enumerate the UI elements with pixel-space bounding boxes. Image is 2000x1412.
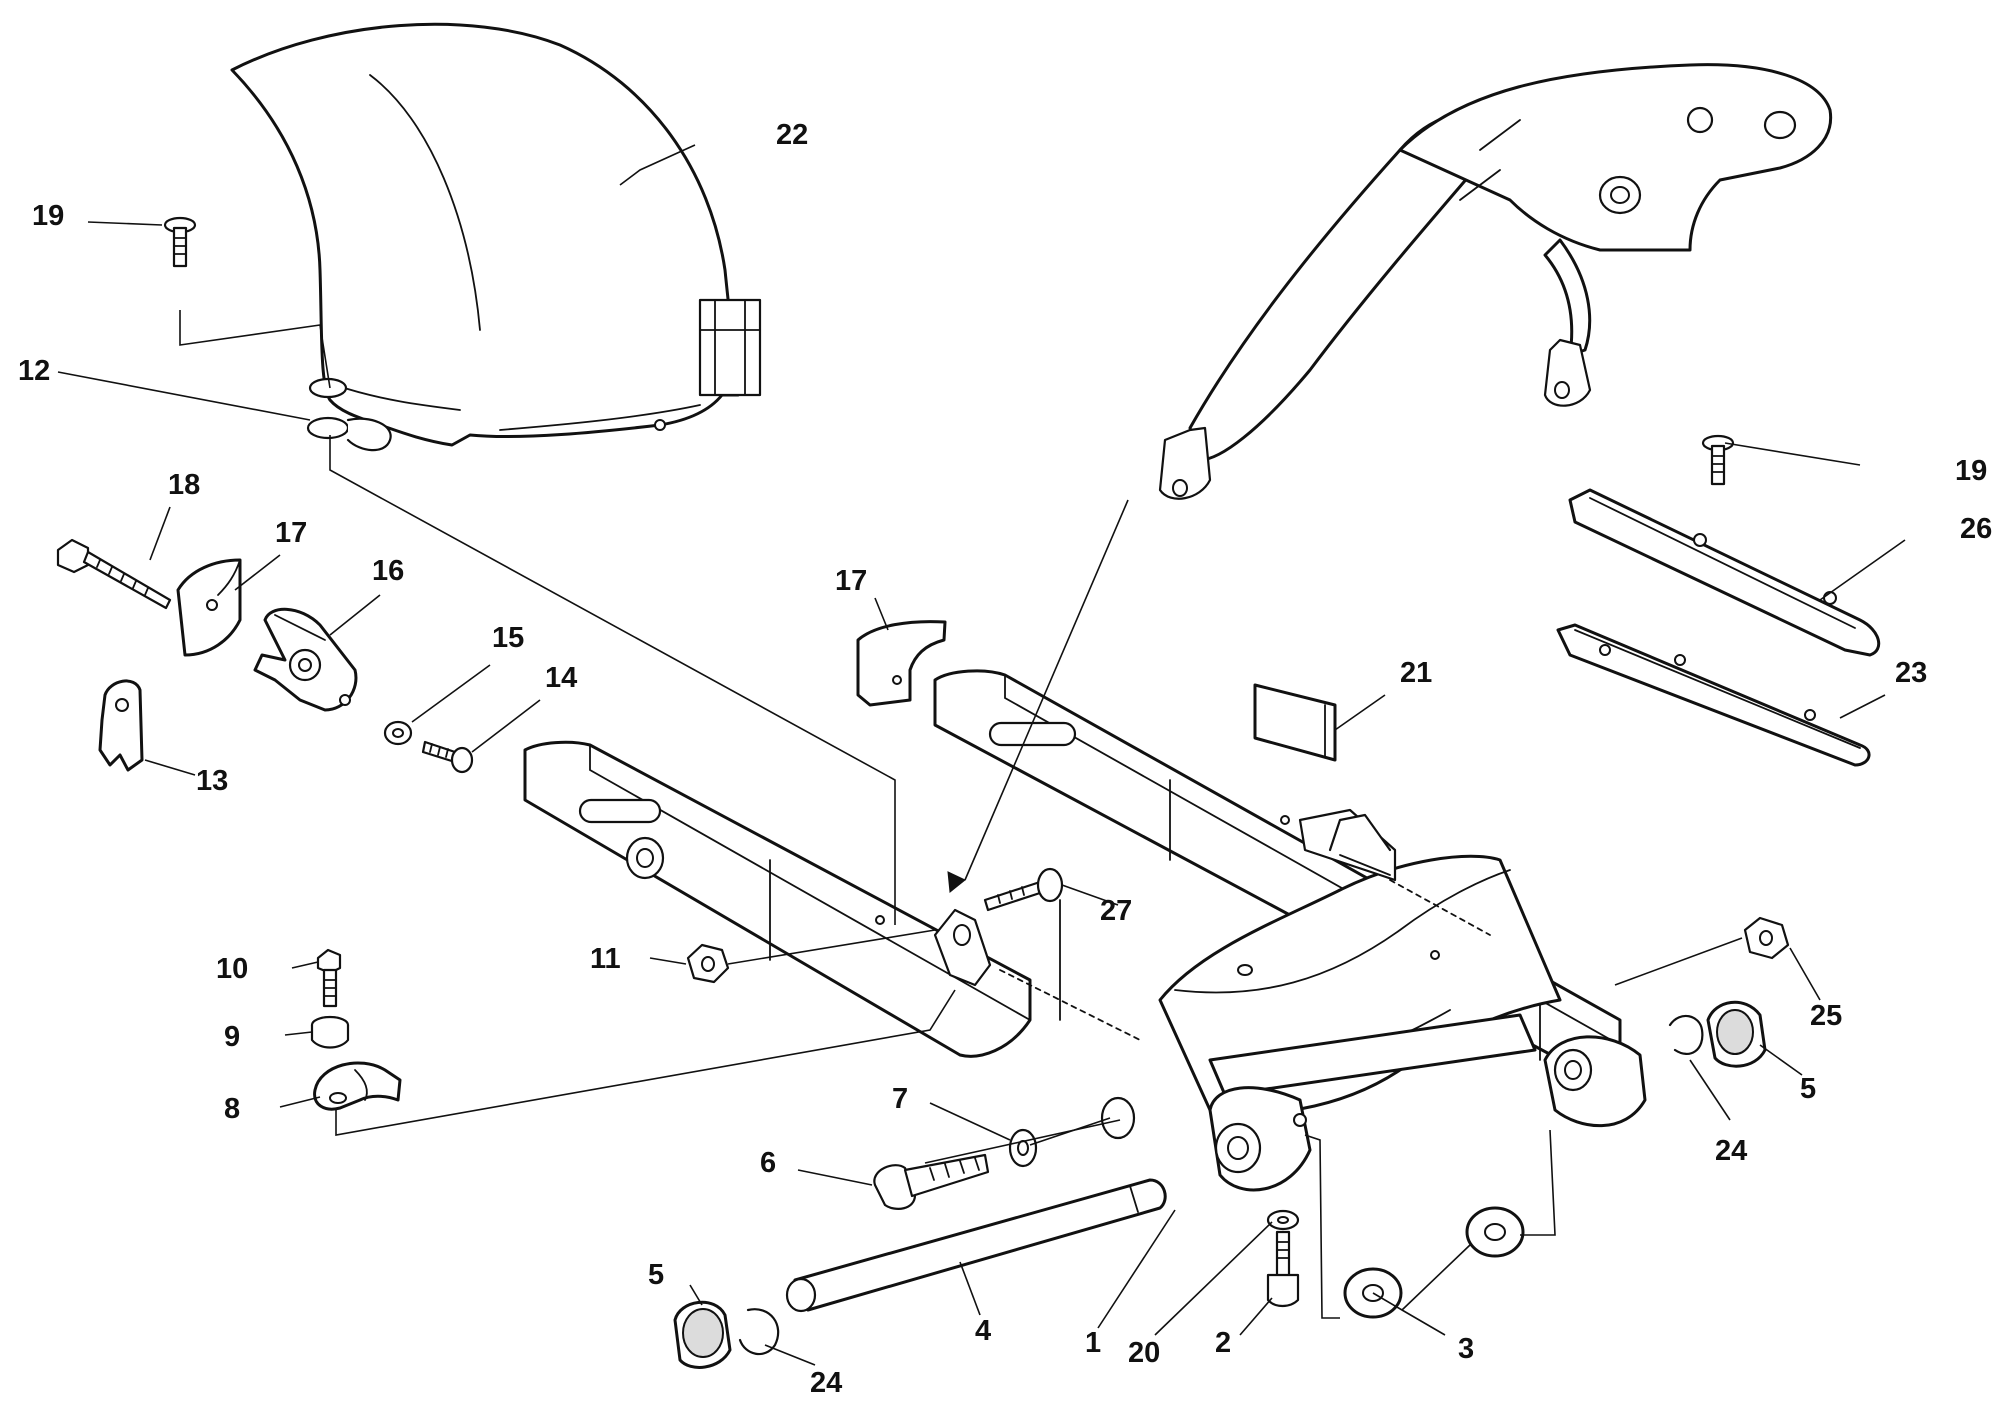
callout-23: 23: [1895, 657, 1927, 689]
part-21-pad: [1253, 683, 1337, 762]
callout-27: 27: [1100, 895, 1132, 927]
part-25-nut: [1743, 916, 1790, 960]
part-17-bracket-center: [856, 620, 947, 707]
part-8-clamp: [313, 1061, 402, 1111]
part-20-washer: [1266, 1209, 1300, 1231]
part-24-circlip-right: [1668, 1014, 1704, 1055]
part-17-bracket-left: [176, 558, 242, 657]
part-22-mudguard: [230, 22, 762, 447]
callout-9: 9: [224, 1021, 240, 1053]
callout-19-left: 19: [32, 200, 64, 232]
part-16-adjuster: [253, 607, 358, 712]
callout-3: 3: [1458, 1333, 1474, 1365]
part-26-strip: [1568, 488, 1881, 657]
part-10-bolt: [316, 948, 342, 1008]
part-5-cap-right: [1706, 1000, 1767, 1068]
part-3-bush-right: [1465, 1206, 1525, 1258]
part-2-bolt: [1266, 1230, 1300, 1308]
callout-14: 14: [545, 662, 577, 694]
callout-25: 25: [1810, 1000, 1842, 1032]
part-6-bolt: [873, 1153, 990, 1210]
part-23-plate: [1556, 623, 1871, 767]
callout-21: 21: [1400, 657, 1432, 689]
callout-10: 10: [216, 953, 248, 985]
swingarm: [523, 669, 1647, 1192]
part-24-circlip-left: [738, 1308, 780, 1356]
callout-13: 13: [196, 765, 228, 797]
callout-6: 6: [760, 1147, 776, 1179]
callout-24-right: 24: [1715, 1135, 1747, 1167]
part-19-screw-left: [163, 216, 197, 268]
callout-19-right: 19: [1955, 455, 1987, 487]
brake-line-assembly: [1158, 63, 1833, 500]
callout-5-right: 5: [1800, 1073, 1816, 1105]
callout-22: 22: [776, 119, 808, 151]
part-11-nut: [686, 943, 730, 984]
callout-11: 11: [590, 943, 621, 975]
callout-20: 20: [1128, 1337, 1160, 1369]
callout-2: 2: [1215, 1327, 1231, 1359]
part-18-bolt: [56, 538, 172, 610]
part-13-plate: [98, 679, 144, 772]
arrow-marker: [947, 871, 966, 893]
callout-16: 16: [372, 555, 404, 587]
callout-5-left: 5: [648, 1259, 664, 1291]
callout-8: 8: [224, 1093, 240, 1125]
callout-1: 1: [1085, 1327, 1101, 1359]
leader-lines: [57, 144, 1906, 1366]
callout-7: 7: [892, 1083, 908, 1115]
part-12-clip: [306, 377, 392, 452]
part-14-screw: [421, 740, 474, 774]
part-19-screw-right: [1701, 434, 1735, 486]
part-4-axle: [785, 1178, 1167, 1313]
callout-4: 4: [975, 1315, 991, 1347]
callout-15: 15: [492, 622, 524, 654]
callout-12: 12: [18, 355, 50, 387]
part-9-spacer: [310, 1015, 350, 1049]
callout-labels: 1 2 3 4 5 5 6 7 8 9 10 11 12 13 14 15 16…: [18, 119, 1992, 1399]
part-5-cap-left: [673, 1300, 732, 1369]
part-15-washer: [383, 720, 413, 746]
callout-24-left: 24: [810, 1367, 842, 1399]
part-7-washer: [1008, 1128, 1038, 1168]
callout-18: 18: [168, 469, 200, 501]
callout-17-left: 17: [275, 517, 307, 549]
callout-26: 26: [1960, 513, 1992, 545]
part-27-screw: [983, 867, 1064, 912]
callout-17-center: 17: [835, 565, 867, 597]
